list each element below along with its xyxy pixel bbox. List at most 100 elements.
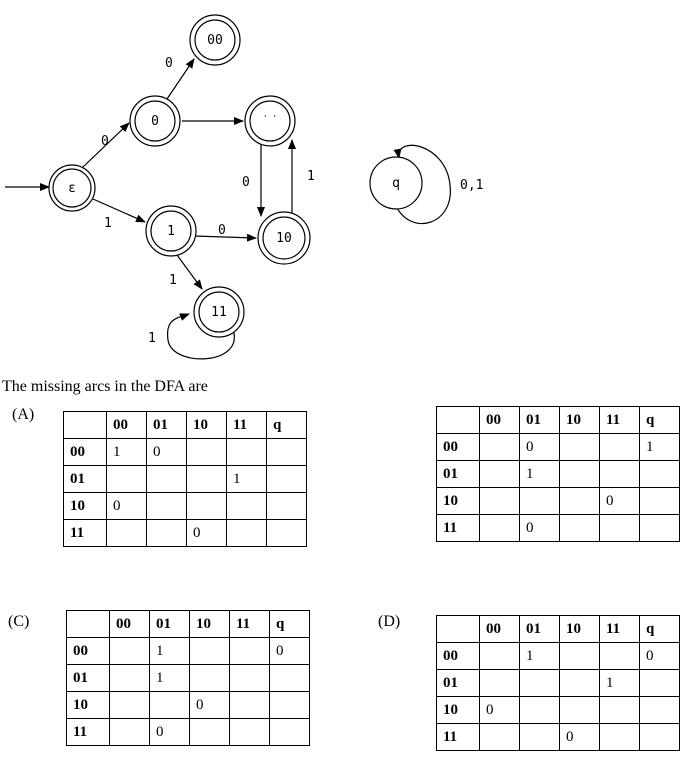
table-cell — [109, 637, 150, 665]
edge-11-loop — [166, 313, 235, 360]
column-header: 10 — [186, 411, 227, 439]
table-cell — [599, 460, 640, 488]
state-01-label: ' ' — [263, 114, 277, 123]
table-cell — [559, 642, 600, 670]
state-q-label: q — [392, 176, 400, 191]
table-cell — [229, 637, 270, 665]
column-header: 11 — [226, 411, 267, 439]
table-cell: 1 — [226, 465, 267, 493]
state-00-label: 00 — [207, 33, 223, 48]
table-cell: 1 — [149, 664, 190, 692]
state-1-label: 1 — [167, 224, 175, 239]
table-cell: 0 — [599, 487, 640, 515]
table-cell — [559, 514, 600, 542]
question-text: The missing arcs in the DFA are — [2, 378, 208, 395]
table-cell — [519, 669, 560, 697]
state-10-label: 10 — [276, 231, 292, 246]
row-header: 10 — [63, 492, 107, 520]
table-cell — [479, 433, 520, 461]
table-cell — [109, 718, 150, 746]
table-cell — [186, 465, 227, 493]
row-header: 01 — [66, 664, 110, 692]
table-cell — [266, 492, 307, 520]
table-cell — [559, 460, 600, 488]
table-cell — [479, 723, 520, 751]
row-header: 01 — [436, 669, 480, 697]
table-cell: 1 — [639, 433, 680, 461]
column-header: 00 — [109, 610, 150, 638]
table-cell: 0 — [639, 642, 680, 670]
column-header: 01 — [146, 411, 187, 439]
edge-eps-1-label: 1 — [104, 216, 112, 231]
table-cell — [599, 696, 640, 724]
row-header: 11 — [66, 718, 110, 746]
table-cell — [146, 465, 187, 493]
table-cell — [269, 718, 310, 746]
column-header: 01 — [519, 406, 560, 434]
row-header: 00 — [436, 433, 480, 461]
table-cell — [479, 514, 520, 542]
table-cell: 0 — [189, 691, 230, 719]
table-corner — [436, 406, 480, 434]
table-cell — [559, 696, 600, 724]
table-cell — [559, 669, 600, 697]
table-cell — [189, 637, 230, 665]
row-header: 10 — [436, 696, 480, 724]
table-cell — [479, 460, 520, 488]
column-header: 10 — [189, 610, 230, 638]
column-header: 01 — [519, 615, 560, 643]
table-cell — [519, 487, 560, 515]
edge-q-loop — [393, 144, 451, 225]
column-header: 01 — [149, 610, 190, 638]
state-eps-label: ε — [68, 181, 76, 196]
table-cell — [229, 718, 270, 746]
dfa-diagram: ε 0 00 ' ' 1 10 11 q 0 1 0 0 1 0 1 1 0,1 — [5, 14, 483, 360]
column-header: 00 — [479, 406, 520, 434]
state-11-label: 11 — [211, 305, 227, 320]
state-0-label: 0 — [151, 114, 159, 129]
table-cell — [226, 492, 267, 520]
table-cell — [479, 642, 520, 670]
column-header: 11 — [599, 615, 640, 643]
table-corner — [66, 610, 110, 638]
table-cell — [519, 696, 560, 724]
table-cell: 0 — [519, 433, 560, 461]
option-d-label: (D) — [378, 613, 401, 630]
row-header: 01 — [436, 460, 480, 488]
edge-1-11-label: 1 — [169, 273, 177, 288]
table-cell — [639, 460, 680, 488]
edge-11-loop-label: 1 — [148, 331, 156, 346]
column-header: q — [269, 610, 310, 638]
table-cell — [186, 438, 227, 466]
edge-0-00 — [166, 58, 195, 100]
edge-10-01-label: 1 — [307, 169, 315, 184]
table-cell — [599, 642, 640, 670]
table-cell — [109, 691, 150, 719]
table-cell: 0 — [149, 718, 190, 746]
table-cell — [189, 718, 230, 746]
table-cell — [149, 691, 190, 719]
edge-01-10-label: 0 — [242, 175, 250, 190]
table-cell: 0 — [106, 492, 147, 520]
edge-eps-1 — [92, 198, 146, 223]
table-cell — [599, 723, 640, 751]
table-cell: 0 — [519, 514, 560, 542]
table-cell — [229, 691, 270, 719]
table-cell — [599, 514, 640, 542]
column-header: 11 — [229, 610, 270, 638]
